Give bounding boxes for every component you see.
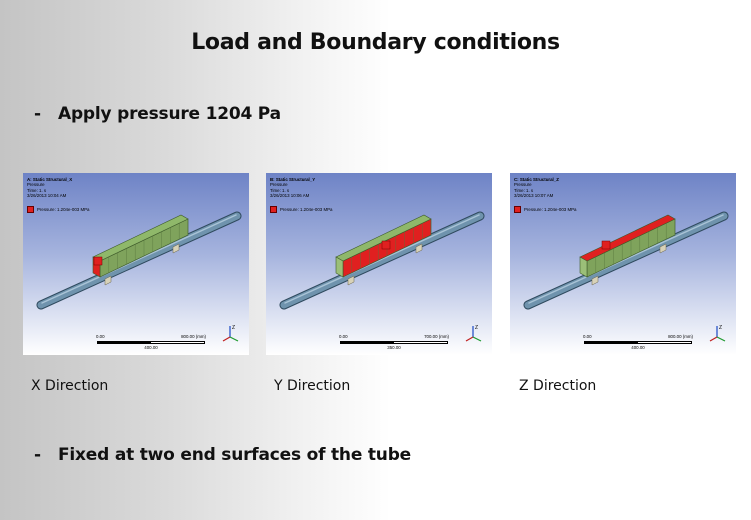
caption-y-direction: Y Direction	[274, 378, 351, 394]
scale-ruler	[584, 341, 692, 344]
tube	[524, 212, 728, 309]
analysis-name: C: Static Structural_Z	[514, 177, 559, 182]
caption-z-direction: Z Direction	[519, 378, 597, 394]
axis-triad-icon: Z	[222, 325, 239, 342]
pressure-legend: Pressure: 1.204e-003 MPa	[270, 206, 332, 213]
scale-end: 700.00 (mm)	[424, 334, 449, 339]
support-clamp	[591, 275, 599, 286]
load-marker	[93, 256, 103, 266]
scale-mid: 400.00	[631, 345, 645, 350]
bullet-text: Apply pressure 1204 Pa	[58, 104, 281, 124]
load-marker	[381, 240, 391, 250]
ansys-viewport-x: A: Static Structural_X Pressure Time: 1.…	[23, 173, 249, 355]
support-clamp	[104, 275, 112, 286]
time-label: Time: 1. s	[270, 187, 290, 193]
scale-start: 0.00	[96, 334, 105, 339]
scale-ruler	[97, 341, 205, 344]
bullet-dash: -	[34, 445, 41, 465]
scale-end: 800.00 (mm)	[668, 334, 693, 339]
pressure-legend: Pressure: 1.204e-003 MPa	[514, 206, 576, 213]
legend-label: Pressure: 1.204e-003 MPa	[37, 207, 90, 212]
tube-highlight	[41, 214, 237, 304]
bullet-fixed-ends: -Fixed at two end surfaces of the tube	[34, 445, 411, 465]
model-scene	[36, 211, 242, 310]
body-end-face	[335, 256, 344, 278]
model-scene	[279, 211, 485, 310]
viewport-header: C: Static Structural_Z Pressure Time: 1.…	[514, 177, 559, 198]
triad-x-axis	[465, 336, 474, 342]
triad-z-label: Z	[475, 325, 478, 331]
triad-z-label: Z	[232, 325, 235, 331]
axis-triad-icon: Z	[465, 325, 482, 342]
legend-swatch	[270, 206, 277, 213]
ansys-viewport-z: C: Static Structural_Z Pressure Time: 1.…	[510, 173, 736, 355]
viewport-header: A: Static Structural_X Pressure Time: 1.…	[27, 177, 72, 198]
body-end-face	[579, 256, 588, 278]
scale-start: 0.00	[583, 334, 592, 339]
triad-y-axis	[229, 336, 239, 342]
result-type: Pressure	[27, 182, 45, 188]
scale-end: 800.00 (mm)	[181, 334, 206, 339]
analysis-name: B: Static Structural_Y	[270, 177, 316, 182]
scale-mid: 350.00	[387, 345, 401, 350]
support-clamp	[347, 275, 355, 286]
support-clamp	[172, 243, 180, 254]
viewport-header: B: Static Structural_Y Pressure Time: 1.…	[270, 177, 315, 198]
scale-mid: 400.00	[144, 345, 158, 350]
legend-label: Pressure: 1.204e-003 MPa	[524, 207, 577, 212]
model-scene	[523, 211, 729, 310]
load-marker	[601, 240, 611, 250]
legend-label: Pressure: 1.204e-003 MPa	[280, 207, 333, 212]
tube-highlight	[528, 214, 724, 304]
triad-y-axis	[716, 336, 726, 342]
triad-x-axis	[222, 336, 231, 342]
caption-x-direction: X Direction	[31, 378, 109, 394]
time-label: Time: 1. s	[514, 187, 534, 193]
ansys-viewport-y: B: Static Structural_Y Pressure Time: 1.…	[266, 173, 492, 355]
bullet-dash: -	[34, 104, 41, 124]
scale-start: 0.00	[339, 334, 348, 339]
bullet-text: Fixed at two end surfaces of the tube	[58, 445, 412, 465]
slide-title: Load and Boundary conditions	[191, 30, 560, 55]
triad-x-axis	[709, 336, 718, 342]
result-type: Pressure	[514, 182, 532, 188]
tube	[280, 212, 484, 309]
bullet-apply-pressure: -Apply pressure 1204 Pa	[34, 104, 281, 124]
support-clamp	[415, 243, 423, 254]
date-label: 3/26/2013 10:06 AM	[270, 192, 310, 198]
result-type: Pressure	[270, 182, 288, 188]
legend-swatch	[27, 206, 34, 213]
triad-y-axis	[472, 336, 482, 342]
analysis-name: A: Static Structural_X	[27, 177, 73, 182]
axis-triad-icon: Z	[709, 325, 726, 342]
legend-swatch	[514, 206, 521, 213]
triad-z-label: Z	[719, 325, 722, 331]
scale-ruler	[340, 341, 448, 344]
support-clamp	[659, 243, 667, 254]
tube-highlight	[284, 214, 480, 304]
time-label: Time: 1. s	[27, 187, 47, 193]
tube	[37, 212, 241, 309]
pressure-legend: Pressure: 1.204e-003 MPa	[27, 206, 89, 213]
date-label: 3/26/2013 10:04 AM	[27, 192, 67, 198]
date-label: 3/26/2013 10:07 AM	[514, 192, 554, 198]
